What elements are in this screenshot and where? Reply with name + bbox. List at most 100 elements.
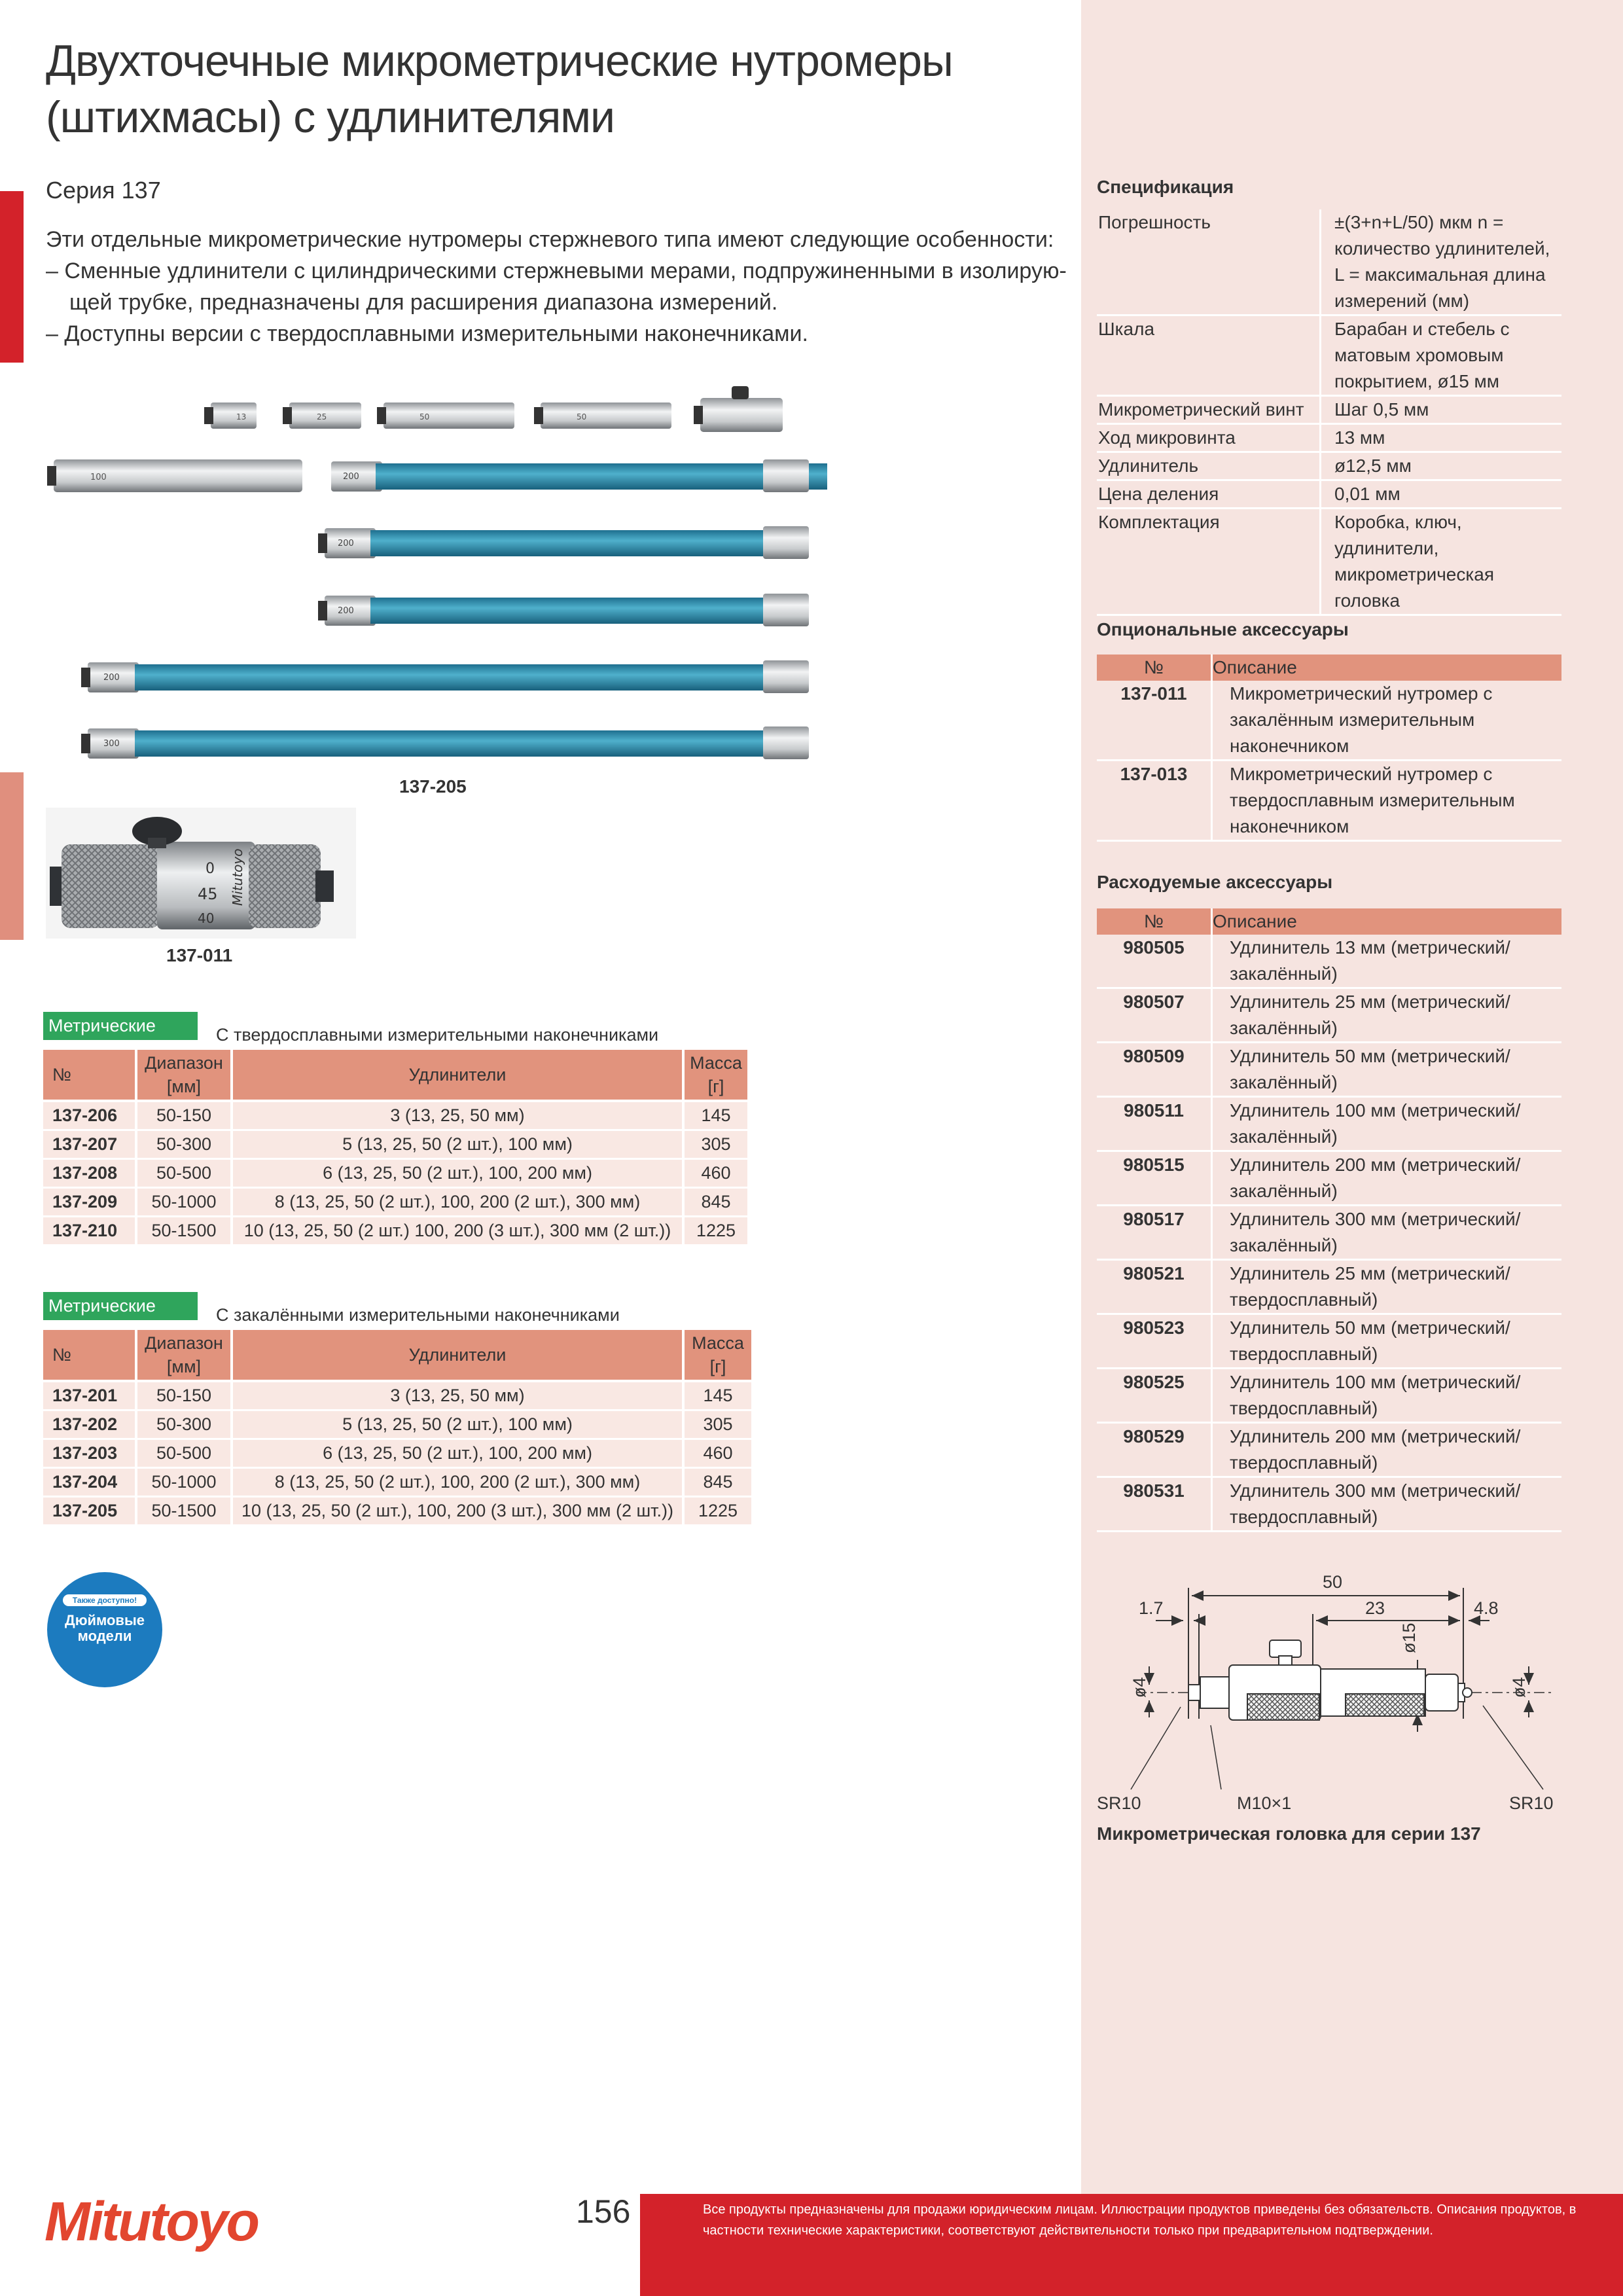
item-desc: Удлинитель 100 мм (метрический/ закалённ… [1230,1100,1521,1147]
dim-right: 4.8 [1474,1598,1499,1618]
rod-2: 200 [318,526,809,559]
table1-header: № Диапазон [мм] Удлинители Масса [г] [43,1050,750,1102]
spec-value: 0,01 мм [1319,481,1561,507]
consumable-heading: Расходуемые аксессуары [1097,872,1333,892]
cell-ext: 5 (13, 25, 50 (2 шт.), 100 мм) [232,1410,685,1440]
table1-col-range: Диапазон [мм] [136,1050,233,1102]
cell-no: 137-202 [43,1410,137,1440]
cell-ext: 8 (13, 25, 50 (2 шт.), 100, 200 (2 шт.),… [232,1187,685,1217]
cell-no: 137-206 [43,1101,137,1131]
intro-bullet-2: – Доступны версии с твердосплавными изме… [46,321,808,346]
ext-label-25: 25 [317,412,327,422]
item-no: 980515 [1097,1152,1213,1204]
cell-no: 137-209 [43,1187,137,1217]
cell-range: 50-1500 [136,1496,233,1526]
item-desc: Удлинитель 300 мм (метрический/ твердосп… [1230,1480,1521,1527]
cell-mass: 305 [683,1130,750,1160]
mitutoyo-logo: Mitutoyo [45,2191,260,2252]
spec-key: Ход микровинта [1098,427,1236,448]
table2-tag: Метрические [43,1292,198,1320]
spec-key: Шкала [1098,319,1155,339]
cell-no: 137-201 [43,1381,137,1411]
cell-no: 137-205 [43,1496,137,1526]
item-no: 980511 [1097,1098,1213,1150]
item-no: 980517 [1097,1206,1213,1259]
rod-1: 200 [331,459,827,492]
cell-mass: 460 [683,1158,750,1189]
cell-ext: 5 (13, 25, 50 (2 шт.), 100 мм) [232,1130,685,1160]
spec-value: Коробка, ключ, удлинители, микрометричес… [1319,509,1561,614]
table1-col-ext: Удлинители [232,1050,685,1102]
item-desc: Удлинитель 13 мм (метрический/ закалённы… [1230,937,1510,984]
item-no: 137-011 [1097,681,1213,759]
item-no: 980531 [1097,1478,1213,1530]
micrometer-head-drawing: 50 1.7 23 4.8 ø15 ø4 ø4 SR10 M10×1 SR10 [1097,1572,1555,1813]
dim-dia15: ø15 [1399,1623,1419,1653]
cell-no: 137-207 [43,1130,137,1160]
cell-range: 50-150 [136,1381,233,1411]
cell-range: 50-150 [136,1101,233,1131]
table1-tag: Метрические [43,1012,198,1040]
item-no: 980525 [1097,1369,1213,1422]
cell-ext: 6 (13, 25, 50 (2 шт.), 100, 200 мм) [232,1158,685,1189]
caption-137-011: 137-011 [166,945,233,965]
item-no: 980509 [1097,1043,1213,1096]
footer-band [640,2194,1623,2296]
micrometer-head-photo: 0 45 40 Mitutoyo [46,808,356,939]
table2-subtitle: С закалёнными измерительными наконечника… [216,1305,620,1325]
dim-left: 1.7 [1139,1598,1164,1618]
table2: № Диапазон [мм] Удлинители Масса [г] 137… [43,1330,754,1526]
head-scale-0: 0 [205,861,215,877]
item-desc: Микрометрический нутромер с закалённым и… [1230,683,1493,756]
cell-mass: 1225 [683,1216,750,1246]
ext-label-50a: 50 [419,412,429,422]
extension-set-photo: 13 25 50 50 100 200 200 200 200 [47,386,827,759]
cell-range: 50-1000 [136,1467,233,1498]
spec-row: Комплектация Коробка, ключ, удлинители, м… [1097,509,1561,616]
cell-no: 137-204 [43,1467,137,1498]
item-desc: Микрометрический нутромер с твердосплавн… [1230,764,1515,836]
drawing-caption: Микрометрическая головка для серии 137 [1097,1823,1481,1844]
rod-label-5: 300 [103,739,120,749]
page-title: Двухточечные микрометрические нутромеры … [46,33,1067,145]
cell-no: 137-210 [43,1216,137,1246]
cell-range: 50-1000 [136,1187,233,1217]
optional-col-desc: Описание [1213,657,1297,677]
table2-col-range: Диапазон [мм] [136,1330,233,1382]
item-no: 137-013 [1097,761,1213,840]
table1-col-mass: Масса [г] [683,1050,750,1102]
cell-ext: 3 (13, 25, 50 мм) [232,1381,685,1411]
intro-bullet-1: – Сменные удлинители с цилиндрическими с… [46,259,1067,315]
spec-key: Микрометрический винт [1098,399,1304,420]
cell-ext: 10 (13, 25, 50 (2 шт.) 100, 200 (3 шт.),… [232,1216,685,1246]
cell-mass: 305 [683,1410,754,1440]
list-item: 980531 Удлинитель 300 мм (метрический/ тв… [1097,1478,1561,1532]
cell-no: 137-203 [43,1439,137,1469]
pink-side-marker [0,772,24,940]
rod-4: 200 [81,660,809,693]
intro-lead: Эти отдельные микрометрические нутромеры… [46,227,1054,252]
dim-sr-left: SR10 [1097,1793,1141,1813]
spec-key: Комплектация [1098,512,1220,532]
inch-models-badge[interactable]: Также доступно! Дюймовые модели [47,1572,162,1687]
extension-100: 100 [47,459,302,492]
